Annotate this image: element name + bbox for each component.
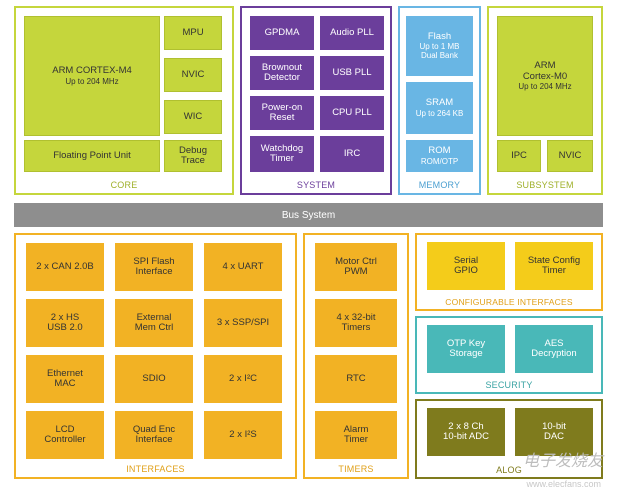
dac-block: 10-bit DAC — [515, 408, 593, 456]
sram-sub: Up to 264 KB — [415, 108, 464, 118]
timer-alarm: Alarm Timer — [315, 411, 397, 459]
fpu-block: Floating Point Unit — [24, 140, 160, 172]
bus-system: Bus System — [14, 203, 603, 227]
timers-label: TIMERS — [338, 464, 374, 474]
interface-uart: 4 x UART — [204, 243, 282, 291]
configurable-panel: Serial GPIO State Config Timer CONFIGURA… — [415, 233, 603, 311]
timer-rtc: RTC — [315, 355, 397, 403]
timers-panel: Motor Ctrl PWM 4 x 32-bit Timers RTC Ala… — [303, 233, 409, 479]
aes-decryption-block: AES Decryption — [515, 325, 593, 373]
interfaces-panel: 2 x CAN 2.0B SPI Flash Interface 4 x UAR… — [14, 233, 297, 479]
arm-cortex-m0-title: ARM Cortex-M0 — [522, 60, 568, 82]
flash-sub: Up to 1 MB Dual Bank — [419, 42, 460, 61]
state-config-timer-block: State Config Timer — [515, 242, 593, 290]
interface-usb: 2 x HS USB 2.0 — [26, 299, 104, 347]
interface-i2s: 2 x I²S — [204, 411, 282, 459]
interface-sdio: SDIO — [115, 355, 193, 403]
system-label: SYSTEM — [296, 180, 336, 190]
otp-key-storage-block: OTP Key Storage — [427, 325, 505, 373]
interface-ethernet: Ethernet MAC — [26, 355, 104, 403]
security-panel: OTP Key Storage AES Decryption SECURITY — [415, 316, 603, 394]
core-label: CORE — [110, 180, 138, 190]
sram-title: SRAM — [425, 97, 454, 109]
interface-ssp-spi: 3 x SSP/SPI — [204, 299, 282, 347]
interfaces-label: INTERFACES — [126, 464, 185, 474]
timer-motor-pwm: Motor Ctrl PWM — [315, 243, 397, 291]
brownout-detector-block: Brownout Detector — [250, 56, 314, 90]
watermark-site: 电子发烧友 — [522, 453, 603, 470]
watermark-url: www.elecfans.com — [526, 479, 601, 489]
ipc-block: IPC — [497, 140, 541, 172]
system-panel: GPDMA Audio PLL Brownout Detector USB PL… — [240, 6, 392, 195]
cpu-pll-block: CPU PLL — [320, 96, 384, 130]
nvic-block: NVIC — [164, 58, 222, 92]
usb-pll-block: USB PLL — [320, 56, 384, 90]
irc-block: IRC — [320, 136, 384, 172]
power-on-reset-block: Power-on Reset — [250, 96, 314, 130]
debug-trace-block: Debug Trace — [164, 140, 222, 172]
interface-can: 2 x CAN 2.0B — [26, 243, 104, 291]
audio-pll-block: Audio PLL — [320, 16, 384, 50]
wic-block: WIC — [164, 100, 222, 134]
subsystem-label: SUBSYSTEM — [516, 180, 574, 190]
timer-32bit: 4 x 32-bit Timers — [315, 299, 397, 347]
flash-title: Flash — [427, 30, 452, 42]
rom-sub: ROM/OTP — [420, 156, 459, 166]
arm-cortex-m0-sub: Up to 204 MHz — [518, 82, 572, 91]
gpdma-block: GPDMA — [250, 16, 314, 50]
arm-cortex-m4-sub: Up to 204 MHz — [65, 76, 119, 86]
rom-title: ROM — [428, 145, 451, 157]
configurable-label: CONFIGURABLE INTERFACES — [445, 297, 573, 307]
arm-cortex-m4-title: ARM CORTEX-M4 — [52, 65, 132, 77]
subsystem-nvic-block: NVIC — [547, 140, 593, 172]
interface-ext-mem: External Mem Ctrl — [115, 299, 193, 347]
adc-block: 2 x 8 Ch 10-bit ADC — [427, 408, 505, 456]
watchdog-timer-block: Watchdog Timer — [250, 136, 314, 172]
analog-label: ALOG — [496, 465, 522, 475]
serial-gpio-block: Serial GPIO — [427, 242, 505, 290]
interface-i2c: 2 x I²C — [204, 355, 282, 403]
memory-label: MEMORY — [418, 180, 461, 190]
interface-spi-flash: SPI Flash Interface — [115, 243, 193, 291]
analog-panel: 2 x 8 Ch 10-bit ADC 10-bit DAC ALOG — [415, 399, 603, 479]
interface-lcd: LCD Controller — [26, 411, 104, 459]
interface-quad-enc: Quad Enc Interface — [115, 411, 193, 459]
security-label: SECURITY — [485, 380, 533, 390]
mpu-block: MPU — [164, 16, 222, 50]
